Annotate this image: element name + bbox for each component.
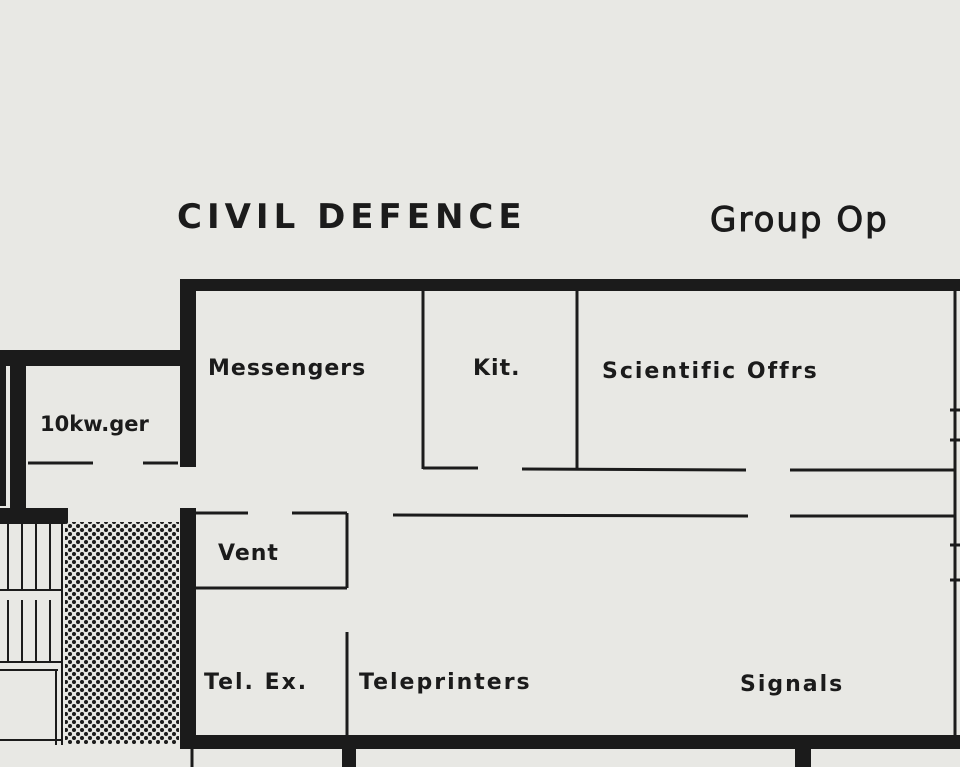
right-wall-marks	[950, 408, 960, 582]
title-civil-defence: CIVIL DEFENCE	[177, 197, 527, 237]
room-label-teleprinters: Teleprinters	[359, 670, 532, 695]
room-label-signals: Signals	[740, 672, 844, 697]
title-group-op: Group Op	[710, 200, 889, 240]
room-label-messengers: Messengers	[208, 356, 366, 381]
thick-walls	[0, 279, 960, 767]
thin-walls	[28, 290, 957, 767]
room-label-tel-ex: Tel. Ex.	[204, 670, 308, 695]
staircase	[0, 524, 63, 745]
room-label-kitchen: Kit.	[473, 356, 520, 381]
hatched-shaft	[65, 522, 179, 744]
room-label-vent: Vent	[218, 541, 279, 566]
room-label-scientific-offrs: Scientific Offrs	[602, 359, 819, 384]
room-label-generator: 10kw.ger	[40, 412, 149, 436]
